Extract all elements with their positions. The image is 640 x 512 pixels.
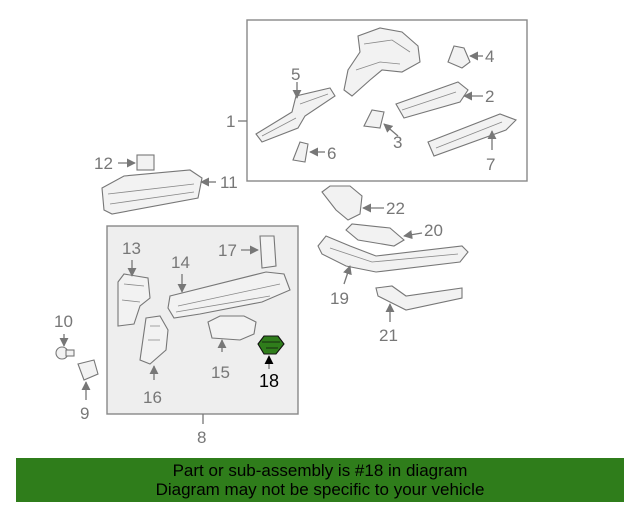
callout-20[interactable]: 20 bbox=[424, 221, 443, 240]
callout-11[interactable]: 11 bbox=[220, 173, 238, 192]
callout-18[interactable]: 18 bbox=[259, 371, 279, 391]
part-2-rail[interactable] bbox=[395, 81, 469, 119]
part-7-rail[interactable] bbox=[427, 113, 517, 157]
apron-panel bbox=[343, 27, 421, 97]
callout-4[interactable]: 4 bbox=[485, 47, 494, 66]
callout-12[interactable]: 12 bbox=[94, 154, 113, 173]
callout-16[interactable]: 16 bbox=[143, 388, 162, 407]
callout-2[interactable]: 2 bbox=[485, 87, 494, 106]
part-16-bracket[interactable] bbox=[139, 315, 169, 365]
part-19-rail[interactable] bbox=[317, 235, 469, 273]
callout-13[interactable]: 13 bbox=[122, 239, 141, 258]
banner-line-1: Part or sub-assembly is #18 in diagram bbox=[172, 461, 468, 480]
part-3-bracket[interactable] bbox=[363, 109, 385, 129]
group-1-frame bbox=[246, 19, 528, 182]
part-12-bracket[interactable] bbox=[136, 154, 155, 171]
part-17-bracket[interactable] bbox=[259, 235, 277, 269]
callout-10[interactable]: 10 bbox=[54, 312, 73, 331]
part-21-extension[interactable] bbox=[375, 285, 463, 311]
callout-14[interactable]: 14 bbox=[171, 253, 190, 272]
callout-5[interactable]: 5 bbox=[291, 65, 300, 84]
part-14-member[interactable] bbox=[167, 271, 291, 319]
callout-22[interactable]: 22 bbox=[386, 199, 405, 218]
banner-line-2: Diagram may not be specific to your vehi… bbox=[155, 480, 485, 499]
part-15-plate[interactable] bbox=[207, 315, 257, 341]
callout-15[interactable]: 15 bbox=[211, 363, 230, 382]
part-11-member[interactable] bbox=[101, 169, 203, 215]
info-banner: Part or sub-assembly is #18 in diagram D… bbox=[16, 458, 624, 502]
callout-3[interactable]: 3 bbox=[393, 133, 402, 152]
part-22-bracket[interactable] bbox=[321, 185, 363, 221]
part-20-reinforcement[interactable] bbox=[345, 223, 405, 247]
part-5-rail[interactable] bbox=[255, 87, 336, 143]
part-10-bolt[interactable] bbox=[55, 346, 75, 360]
callout-9[interactable]: 9 bbox=[80, 404, 89, 423]
callout-17[interactable]: 17 bbox=[218, 241, 237, 260]
callout-1[interactable]: 1 bbox=[226, 112, 235, 131]
part-4-bracket[interactable] bbox=[447, 45, 471, 69]
callout-19[interactable]: 19 bbox=[330, 289, 349, 308]
callout-6[interactable]: 6 bbox=[327, 144, 336, 163]
callout-7[interactable]: 7 bbox=[486, 155, 495, 174]
part-18-highlighted[interactable] bbox=[257, 335, 285, 355]
part-9-nut-plate[interactable] bbox=[77, 359, 99, 381]
part-6-bracket[interactable] bbox=[292, 141, 309, 163]
callout-8[interactable]: 8 bbox=[197, 428, 206, 447]
callout-21[interactable]: 21 bbox=[379, 326, 398, 345]
